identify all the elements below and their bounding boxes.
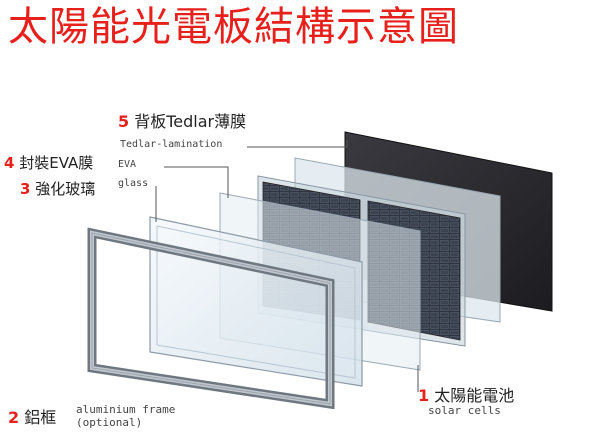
leader-eva bbox=[164, 166, 229, 198]
label-glass: 3 強化玻璃 bbox=[20, 178, 95, 199]
label-frame: 2 鋁框 bbox=[8, 404, 56, 428]
diagram-title: 太陽能光電板結構示意圖 bbox=[8, 4, 459, 50]
label-glass-zh: 強化玻璃 bbox=[35, 180, 96, 198]
label-eva-zh: 封裝EVA膜 bbox=[19, 154, 94, 172]
label-cells-number: 1 bbox=[418, 386, 430, 405]
label-eva-en: EVA bbox=[118, 159, 137, 170]
label-cells: 1 太陽能電池 bbox=[418, 382, 514, 406]
label-glass-en: glass bbox=[118, 178, 149, 189]
label-glass-number: 3 bbox=[20, 180, 31, 198]
label-eva: 4 封裝EVA膜 bbox=[4, 152, 93, 173]
label-backsheet: 5 背板Tedlar薄膜 bbox=[118, 108, 246, 132]
label-frame-en-line1: aluminium frame bbox=[76, 403, 176, 416]
label-eva-number: 4 bbox=[4, 154, 15, 172]
leader-lines bbox=[155, 140, 419, 392]
label-frame-number: 2 bbox=[8, 408, 20, 427]
aluminium-frame bbox=[87, 227, 335, 410]
label-frame-en-line2: (optional) bbox=[76, 416, 143, 429]
label-cells-zh: 太陽能電池 bbox=[434, 386, 515, 405]
label-cells-en: solar cells bbox=[428, 404, 501, 417]
label-backsheet-number: 5 bbox=[118, 112, 130, 131]
label-backsheet-en: Tedlar-lamination bbox=[120, 139, 223, 150]
leader-backsheet bbox=[247, 140, 348, 148]
label-frame-zh: 鋁框 bbox=[24, 408, 57, 427]
label-backsheet-zh: 背板Tedlar薄膜 bbox=[134, 112, 247, 131]
